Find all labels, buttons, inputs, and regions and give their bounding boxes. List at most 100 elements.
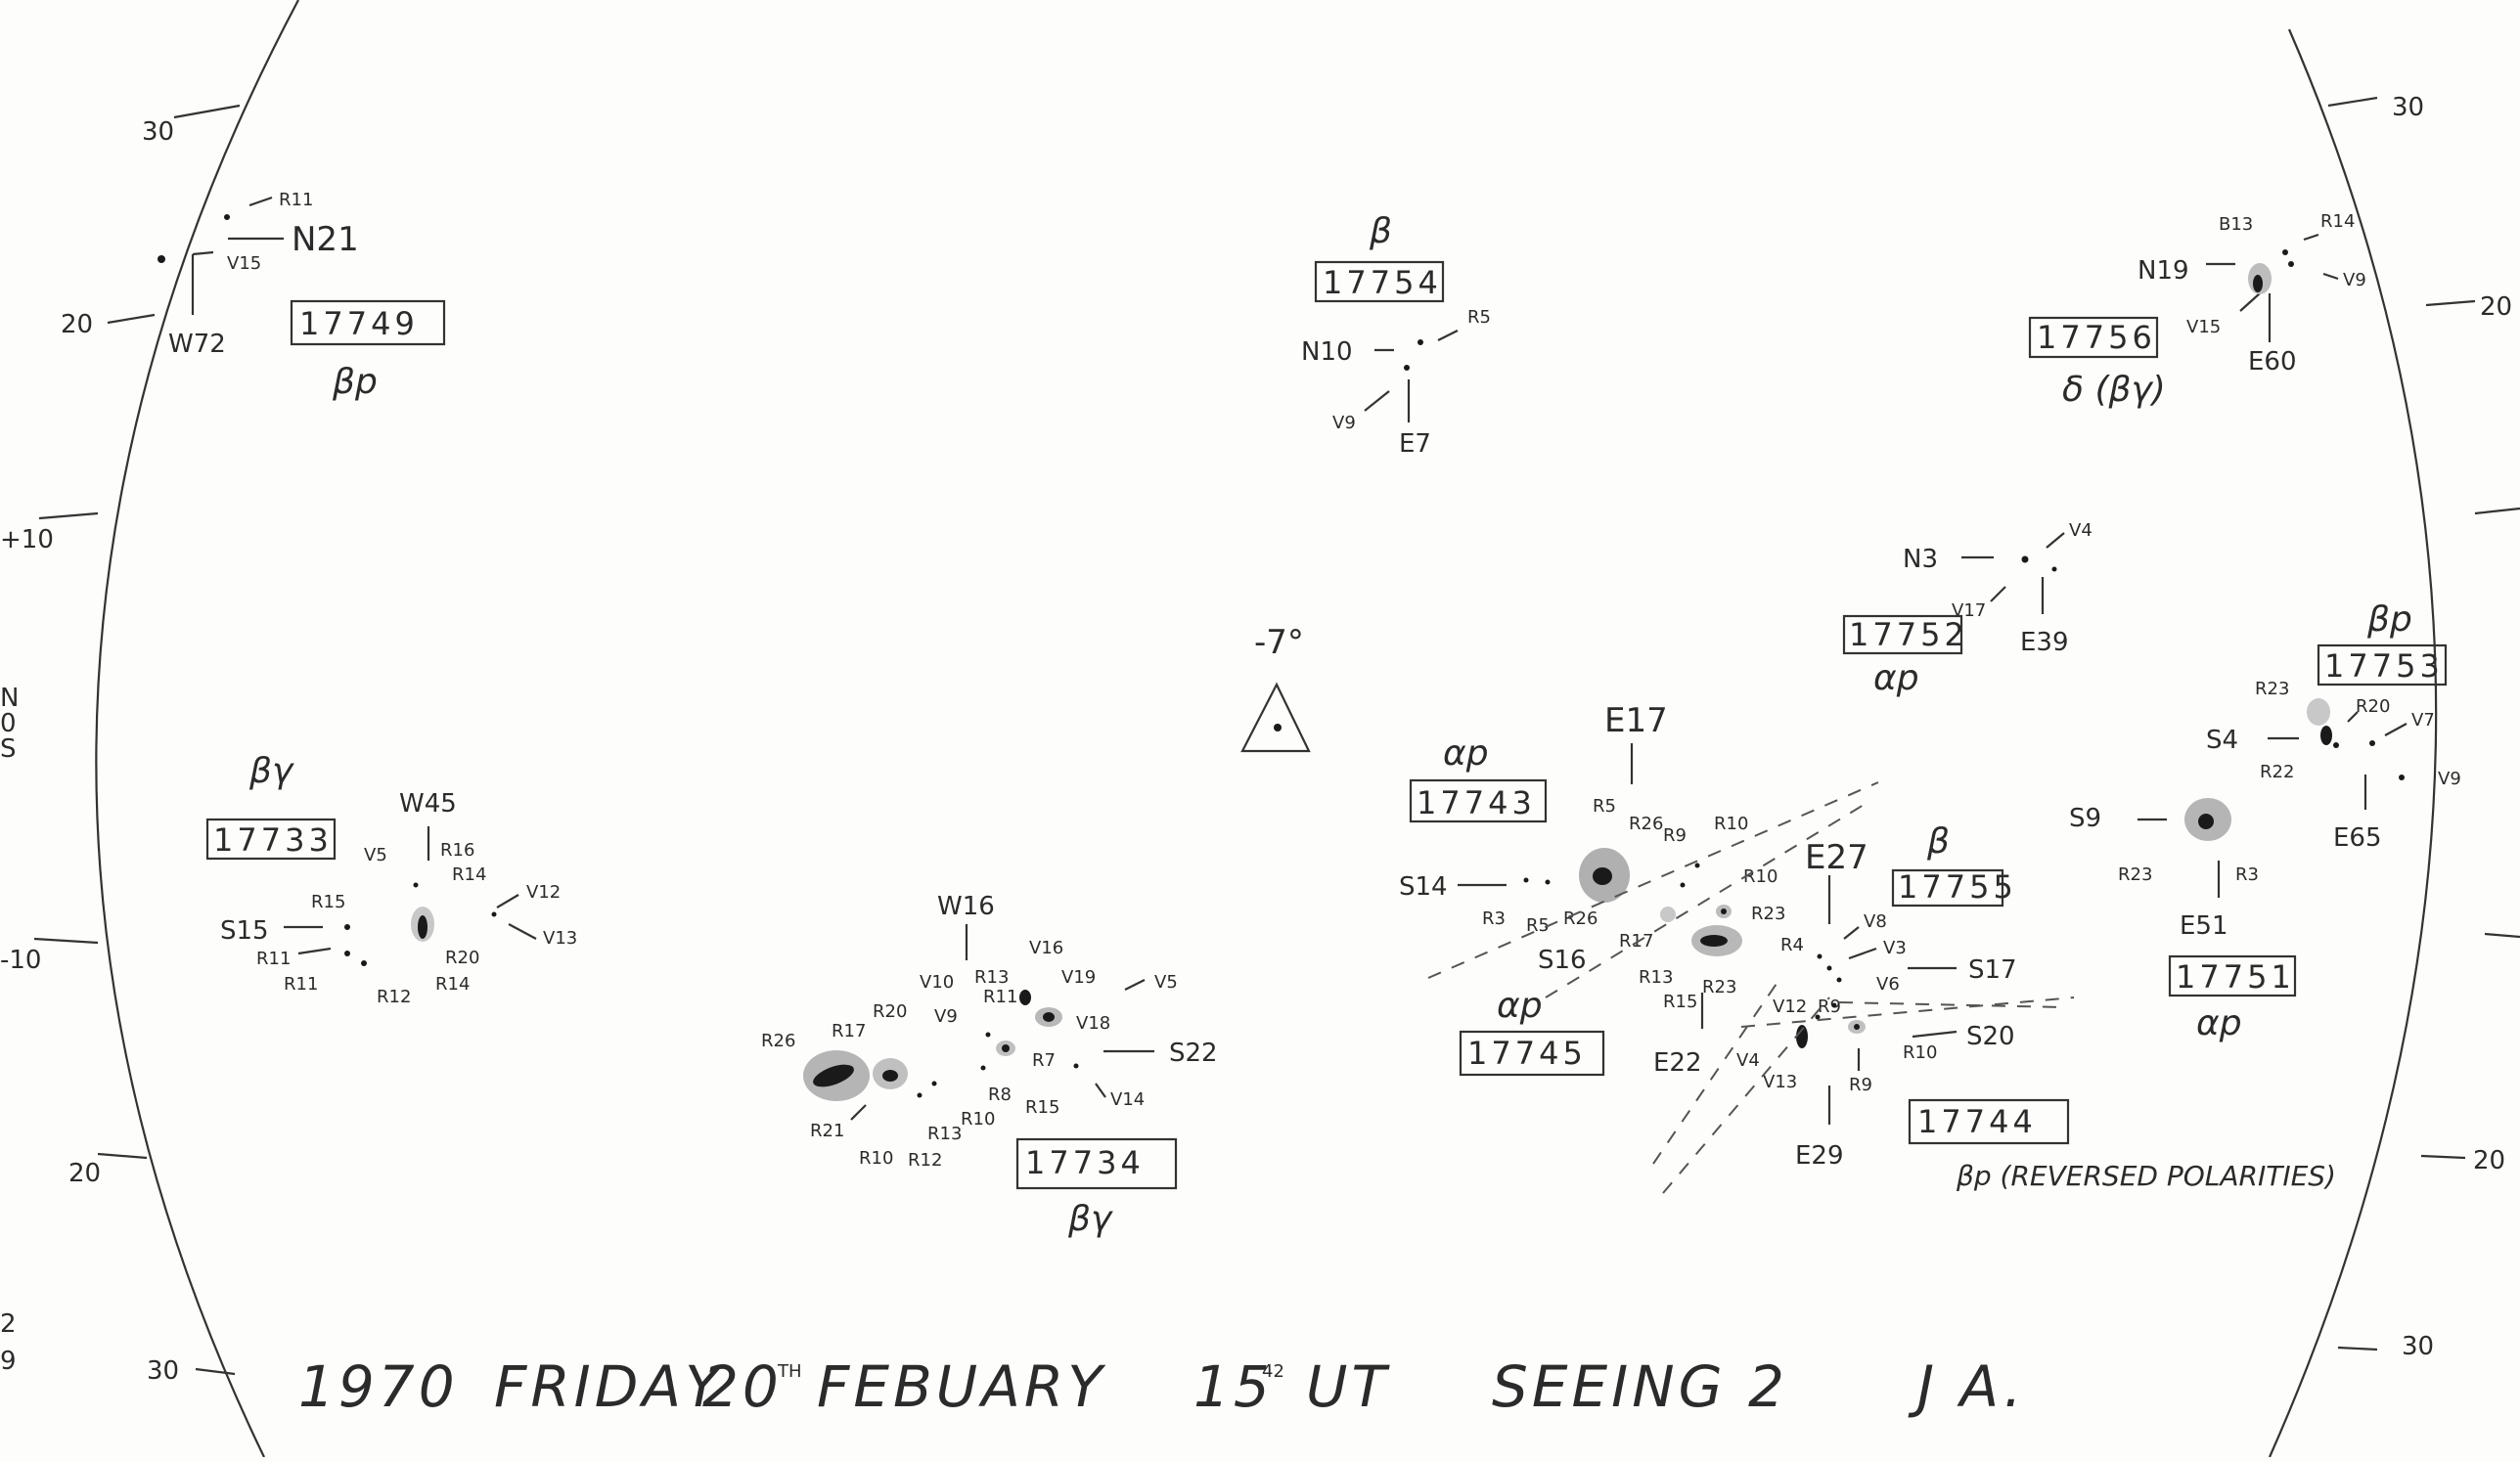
label-e22: E22 <box>1653 1048 1702 1078</box>
label-w72: W72 <box>168 330 226 359</box>
label-r11a: R11 <box>256 949 291 969</box>
group-number-box-17744 <box>1908 1098 2070 1145</box>
group-class-17749: βp <box>332 362 378 402</box>
center-marker: -7° <box>1240 623 1311 753</box>
group-class-17756: δ (βγ) <box>2062 370 2166 410</box>
label-s9: S9 <box>2069 804 2101 833</box>
label-b13: B13 <box>2219 214 2253 235</box>
scale-label-right-30: 30 <box>2392 93 2424 122</box>
label-e39: E39 <box>2020 628 2069 657</box>
label-v12: V12 <box>526 882 561 903</box>
label-v13-17733: V13 <box>543 928 577 949</box>
footer-time-hour: 15 <box>1193 1353 1274 1420</box>
label-r12-17734: R12 <box>908 1150 942 1171</box>
footer-date-suffix: TH <box>777 1361 802 1382</box>
label-r26-17743a: R26 <box>1629 814 1663 834</box>
edge-mark-bottom: 9 <box>0 1347 17 1376</box>
label-r10-17743a: R10 <box>1714 814 1748 834</box>
group-number-17745: 17745 <box>1467 1035 1587 1072</box>
group-number-17752: 17752 <box>1849 616 1968 653</box>
label-v10: V10 <box>920 972 954 993</box>
group-class-17751: αp <box>2196 1003 2242 1043</box>
footer-observer: J A. <box>1908 1353 2026 1420</box>
footer-date: 20 <box>702 1353 783 1420</box>
label-w45: W45 <box>399 789 457 819</box>
scale-label-0: 0 <box>0 709 17 738</box>
label-e29: E29 <box>1795 1141 1844 1171</box>
label-n10: N10 <box>1301 337 1353 367</box>
label-s22: S22 <box>1169 1039 1218 1068</box>
group-number-17755: 17755 <box>1898 868 2017 906</box>
label-r10-17745: R10 <box>1903 1042 1937 1063</box>
group-number-17754: 17754 <box>1323 264 1442 301</box>
group-number-box-17754 <box>1314 260 1445 303</box>
label-r5-17743a: R5 <box>1593 796 1616 817</box>
group-17751: S9 R23 R3 E51 17751 αp <box>2069 798 2297 1043</box>
label-r13a: R13 <box>974 967 1009 988</box>
label-n19: N19 <box>2138 256 2189 286</box>
observation-footer: 1970 FRIDAY 20 TH FEBUARY 15 42 UT SEEIN… <box>298 1353 2026 1420</box>
group-class-17744: βp (REVERSED POLARITIES) <box>1956 1160 2336 1192</box>
group-class-17755: β <box>1926 821 1950 862</box>
group-number-box-17752 <box>1842 614 1963 655</box>
group-17744: 17744 βp (REVERSED POLARITIES) <box>1908 1098 2336 1192</box>
label-r5-17743b: R5 <box>1526 915 1550 936</box>
label-r14b: R14 <box>435 974 470 995</box>
footer-time-unit: UT <box>1306 1353 1390 1420</box>
group-number-17753: 17753 <box>2324 647 2444 685</box>
group-17745: βp (REVERSED POLARITIES) αp 17745 E22 V1… <box>1459 986 2015 1171</box>
group-number-box-17734 <box>1015 1137 1178 1190</box>
label-r23-17751: R23 <box>2118 864 2152 885</box>
label-v9-17734: V9 <box>934 1006 958 1027</box>
label-r9-17745b: R9 <box>1849 1075 1872 1095</box>
label-r11: R11 <box>279 190 313 210</box>
label-r14: R14 <box>2320 211 2355 232</box>
label-r5: R5 <box>1467 307 1491 328</box>
label-v8: V8 <box>1864 911 1887 932</box>
label-r13b: R13 <box>927 1124 962 1144</box>
group-17755: E27 β 17755 R4 V8 V3 V6 S17 <box>1780 821 2017 995</box>
label-r4: R4 <box>1780 935 1804 955</box>
label-r15-17734: R15 <box>1025 1097 1059 1118</box>
label-v9-17753: V9 <box>2438 769 2461 789</box>
group-class-17752: αp <box>1873 658 1919 698</box>
label-r20-17733: R20 <box>445 948 479 968</box>
label-v19: V19 <box>1061 967 1096 988</box>
group-17749: R11 V15 N21 W72 17749 βp <box>158 190 446 402</box>
group-number-box-17755 <box>1891 868 2004 908</box>
group-17756: B13 R14 N19 V9 V15 E60 17756 δ (βγ) <box>2028 211 2366 410</box>
label-v9-17756: V9 <box>2343 270 2366 290</box>
label-r10b: R10 <box>961 1109 995 1130</box>
label-e17: E17 <box>1604 701 1668 740</box>
group-number-17751: 17751 <box>2176 958 2295 996</box>
label-v5-17733: V5 <box>364 845 387 865</box>
label-s17: S17 <box>1968 955 2017 985</box>
group-class-17733: βγ <box>248 751 294 791</box>
label-r8: R8 <box>988 1085 1012 1105</box>
group-class-17745: αp <box>1497 986 1543 1026</box>
footer-day: FRIDAY <box>494 1353 724 1420</box>
group-number-17749: 17749 <box>299 305 419 342</box>
label-w16: W16 <box>937 892 995 921</box>
label-r21: R21 <box>810 1121 844 1141</box>
label-v3: V3 <box>1883 938 1907 958</box>
label-r23-17753: R23 <box>2255 679 2289 699</box>
group-number-box-17753 <box>2317 643 2448 687</box>
label-r9-17745a: R9 <box>1818 997 1841 1017</box>
footer-seeing: SEEING 2 <box>1492 1353 1788 1420</box>
scale-label-s: S <box>0 734 17 764</box>
label-r15-17743: R15 <box>1663 992 1697 1012</box>
label-v5-17734: V5 <box>1154 972 1178 993</box>
label-n3: N3 <box>1903 545 1938 574</box>
group-17734: W16 R26 R17 R20 V10 V9 R13 R11 V16 V19 V… <box>761 892 1218 1239</box>
label-r7: R7 <box>1032 1050 1056 1071</box>
label-r17-17734: R17 <box>832 1021 866 1041</box>
label-r20-17734: R20 <box>873 1001 907 1022</box>
label-v15: V15 <box>227 253 261 274</box>
group-number-box-17743 <box>1409 778 1548 823</box>
label-v18: V18 <box>1076 1013 1110 1034</box>
group-17733: βγ 17733 W45 R16 R14 V5 R15 V12 V13 S15 … <box>205 751 577 1007</box>
group-number-17734: 17734 <box>1025 1144 1145 1181</box>
label-s14: S14 <box>1399 872 1448 902</box>
label-v4-17745: V4 <box>1736 1050 1760 1071</box>
